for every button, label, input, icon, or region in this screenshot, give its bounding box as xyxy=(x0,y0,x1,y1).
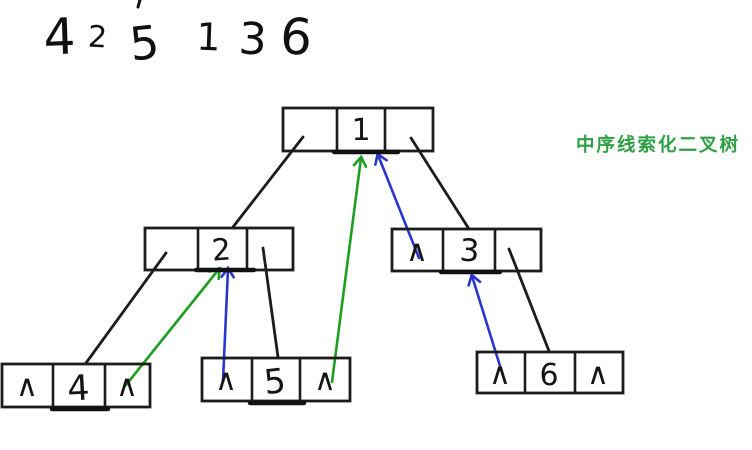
node-6-value: 6 xyxy=(539,358,558,393)
tree-node-4: ∧ 4 ∧ xyxy=(0,362,152,412)
child-pointer-edges xyxy=(84,135,551,365)
edge-3-right-to-6 xyxy=(507,247,551,353)
tree-node-5: ∧ 5 ∧ xyxy=(200,356,352,406)
thread-5-to-1-green xyxy=(330,154,368,384)
sequence-digit-6: 6 xyxy=(278,7,314,67)
thread-3-to-1-blue xyxy=(374,151,421,260)
node-6-right-null-mark: ∧ xyxy=(587,357,609,392)
diagram-caption: 中序线索化二叉树 xyxy=(576,134,740,156)
thread-6-to-3-blue xyxy=(467,272,507,384)
node-4-left-null-mark: ∧ xyxy=(16,369,38,404)
edge-1-right-to-3 xyxy=(409,136,471,231)
tree-node-2: 2 xyxy=(143,226,295,273)
node-2-value: 2 xyxy=(211,232,232,268)
sequence-digit-1: 1 xyxy=(196,15,222,60)
stray-pen-stroke xyxy=(136,0,142,9)
node-4-right-null-mark: ∧ xyxy=(116,369,138,404)
node-1-value: 1 xyxy=(351,113,370,148)
node-4-value: 4 xyxy=(66,368,90,409)
thread-5-to-2-blue xyxy=(220,265,235,383)
inorder-sequence-row: 4 2 5 1 3 6 xyxy=(42,0,314,71)
node-5-left-null-mark: ∧ xyxy=(215,363,237,398)
node-6-left-null-mark: ∧ xyxy=(489,357,511,392)
node-3-value: 3 xyxy=(459,233,481,270)
node-3-left-null-mark: ∧ xyxy=(406,234,428,269)
thread-arrows xyxy=(124,151,507,387)
sequence-digit-2: 2 xyxy=(87,20,108,56)
edge-2-right-to-5 xyxy=(261,246,280,359)
tree-node-3: ∧ 3 xyxy=(390,227,543,275)
sequence-digit-4: 4 xyxy=(42,7,76,66)
node-6-box xyxy=(475,350,625,395)
thread-4-to-2-green xyxy=(124,266,222,387)
sequence-digit-5: 5 xyxy=(127,15,162,72)
node-5-right-null-mark: ∧ xyxy=(314,363,336,398)
node-5-value: 5 xyxy=(262,361,288,403)
sequence-digit-3: 3 xyxy=(237,13,268,65)
tree-node-1: 1 xyxy=(281,106,435,155)
tree-node-6: ∧ 6 ∧ xyxy=(475,350,625,395)
